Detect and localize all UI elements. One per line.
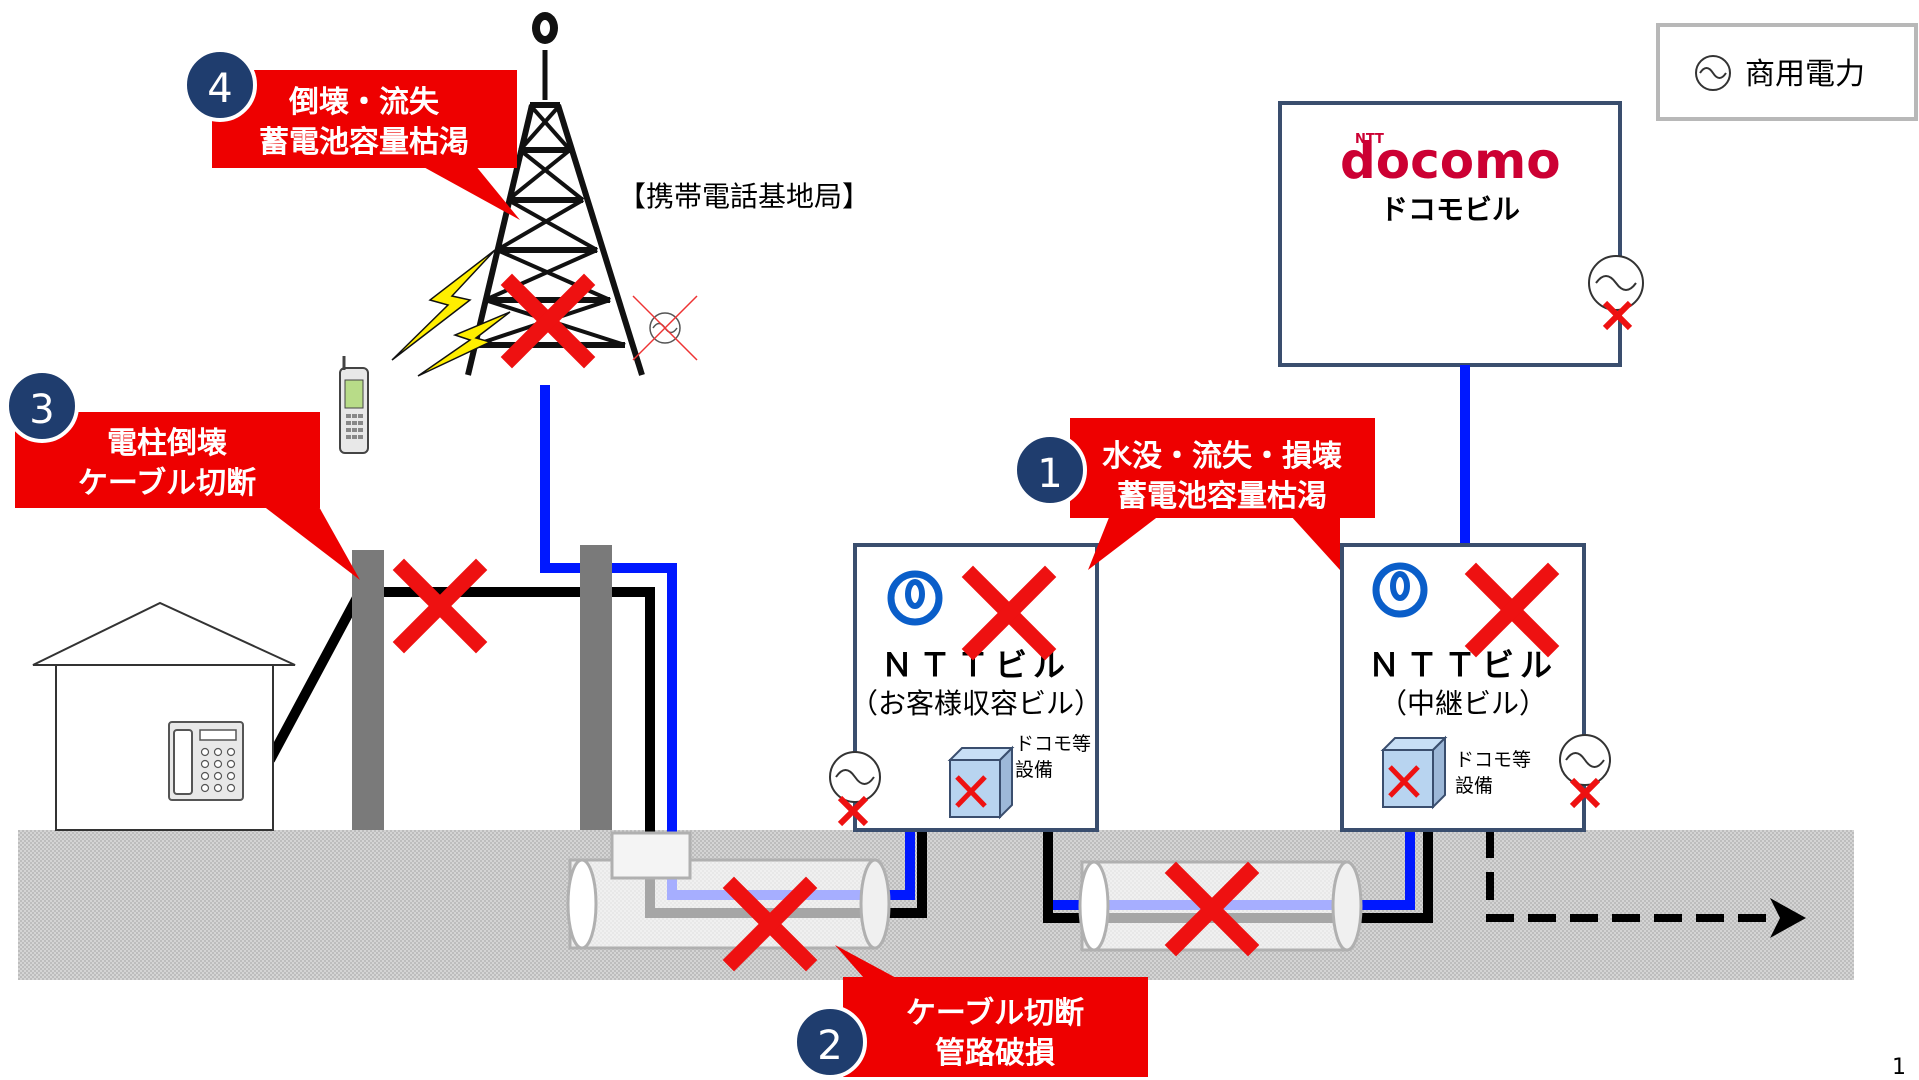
black-dashed-cable [1486, 830, 1790, 922]
cell-tower: 【携帯電話基地局】 [391, 12, 870, 377]
callout-4: 倒壊・流失 蓄電池容量枯渇 4 [183, 48, 520, 220]
failure-cross-icon [500, 273, 596, 369]
ac-power-icon [1559, 734, 1611, 786]
radio-wave-icon [391, 249, 496, 361]
utility-pole [352, 550, 384, 830]
number-badge: 3 [5, 369, 79, 443]
ground [18, 830, 1854, 980]
arrow-head-icon [1770, 898, 1806, 938]
ntt-building-relay: ＮＴＴビル （中継ビル） ドコモ等 設備 [1340, 543, 1611, 832]
house [32, 601, 296, 831]
ac-power-icon [632, 295, 698, 361]
failure-cross-icon [1569, 777, 1601, 809]
building-subtitle: （中継ビル） [1379, 687, 1547, 720]
docomo-logo: docomo [1340, 132, 1561, 190]
utility-pole [580, 545, 612, 830]
callout-1-line1: 水没・流失・損壊 [1102, 439, 1342, 474]
page-number: 1 [1892, 1055, 1906, 1080]
building-name: ＮＴＴビル [1368, 646, 1558, 684]
ntt-logo-icon [1372, 562, 1428, 618]
ac-power-icon [1588, 255, 1644, 311]
number-badge: 1 [1013, 433, 1087, 507]
docomo-building-name: ドコモビル [1380, 193, 1520, 226]
failure-cross-icon [392, 558, 488, 654]
equipment-label-line1: ドコモ等 [1015, 733, 1091, 755]
callout-2-number: 2 [817, 1023, 842, 1069]
equipment-label-line2: 設備 [1015, 759, 1053, 781]
ntt-logo-icon [887, 570, 943, 626]
callout-3-number: 3 [29, 387, 54, 433]
callout-3-line1: 電柱倒壊 [107, 426, 227, 461]
equipment-box-icon [1380, 735, 1448, 810]
callout-4-line1: 倒壊・流失 [288, 85, 440, 120]
number-badge: 2 [793, 1005, 867, 1079]
equipment-label-line1: ドコモ等 [1455, 749, 1531, 771]
callout-4-line2: 蓄電池容量枯渇 [259, 125, 469, 160]
building-subtitle: （お客様収容ビル） [850, 687, 1102, 720]
failure-cross-icon [1388, 765, 1420, 798]
failure-cross-icon [1164, 861, 1260, 957]
failure-cross-icon [1602, 300, 1633, 331]
callout-1-line2: 蓄電池容量枯渇 [1117, 479, 1327, 514]
callout-1-number: 1 [1037, 451, 1062, 497]
failure-cross-icon [955, 775, 987, 808]
failure-cross-icon [1464, 562, 1560, 658]
ac-power-icon [1695, 55, 1731, 91]
callout-1: 水没・流失・損壊 蓄電池容量枯渇 1 [1013, 418, 1375, 570]
callout-4-number: 4 [207, 66, 232, 112]
telephone-icon [168, 721, 244, 801]
callout-2-line2: 管路破損 [935, 1036, 1055, 1071]
tower-label: 【携帯電話基地局】 [618, 180, 870, 213]
ac-power-icon [829, 751, 881, 803]
radio-wave-icon [417, 311, 511, 377]
callout-2-line1: ケーブル切断 [906, 996, 1084, 1031]
failure-cross-icon [961, 565, 1057, 661]
equipment-label-line2: 設備 [1455, 775, 1493, 797]
number-badge: 4 [183, 48, 257, 122]
docomo-logo-small: NTT [1355, 132, 1384, 147]
docomo-building: NTT docomo ドコモビル [1278, 101, 1644, 367]
legend-label: 商用電力 [1745, 57, 1865, 92]
failure-cross-icon [722, 876, 818, 972]
equipment-box-icon [947, 745, 1015, 820]
mobile-phone-icon [339, 356, 369, 454]
ntt-building-customer: ＮＴＴビル （お客様収容ビル） ドコモ等 設備 [829, 543, 1102, 832]
legend: 商用電力 [1656, 23, 1918, 121]
callout-3: 電柱倒壊 ケーブル切断 3 [5, 369, 360, 580]
conduit-1 [566, 831, 891, 950]
black-cable [265, 587, 927, 918]
failure-cross-icon [837, 795, 869, 827]
callout-3-line2: ケーブル切断 [78, 466, 256, 501]
callout-2: ケーブル切断 管路破損 2 [793, 945, 1148, 1079]
